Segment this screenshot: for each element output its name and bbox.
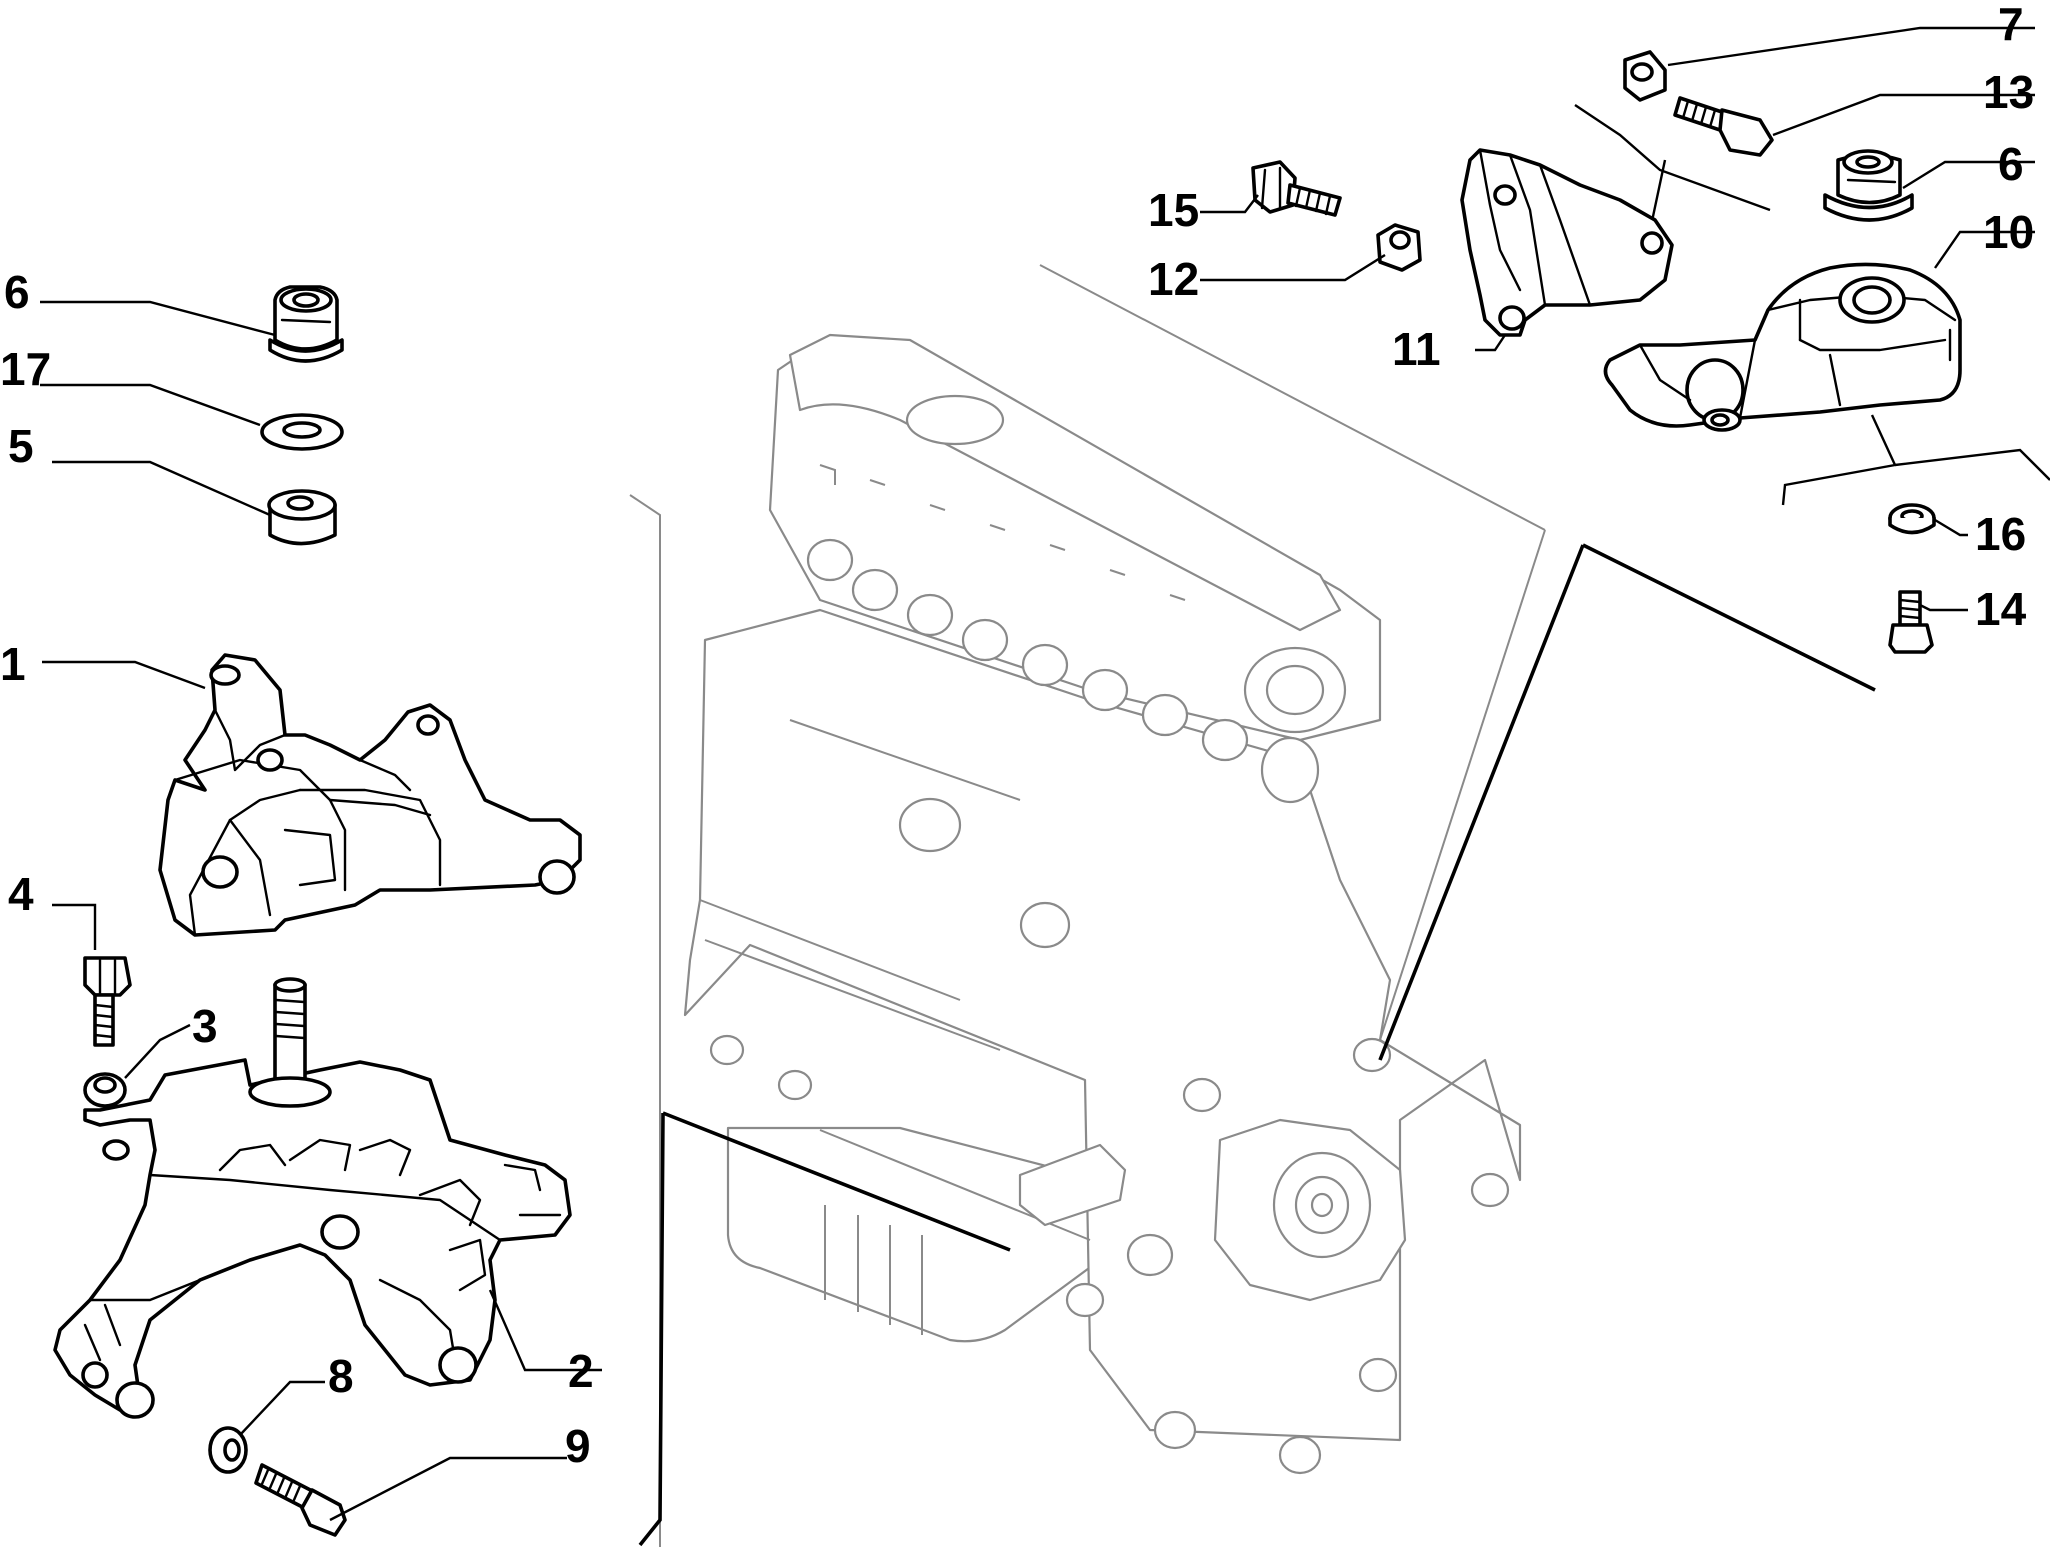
part-4-bolt <box>83 956 132 1047</box>
callout-15: 15 <box>1148 184 1199 236</box>
callout-1: 1 <box>0 638 26 690</box>
callout-3: 3 <box>192 1000 218 1052</box>
part-12-spacer <box>1376 223 1422 272</box>
callout-16: 16 <box>1975 508 2026 560</box>
callout-14: 14 <box>1975 583 2027 635</box>
callout-5: 5 <box>8 420 34 472</box>
part-7-nut <box>1623 50 1667 102</box>
part-10-torque-rod <box>1603 262 1962 432</box>
callout-17: 17 <box>0 343 51 395</box>
callout-8: 8 <box>328 1350 354 1402</box>
callout-9: 9 <box>565 1420 591 1472</box>
part-2-lower-bracket <box>53 977 572 1419</box>
part-17-washer <box>260 413 344 451</box>
part-13-bolt <box>1673 96 1774 157</box>
part-15-bolt <box>1251 160 1342 217</box>
callout-4: 4 <box>8 868 34 920</box>
engine-block-illustration <box>629 264 1546 1547</box>
reference-lines <box>638 104 2050 1547</box>
part-6-nut-right <box>1823 149 1914 222</box>
part-1-engine-mount <box>158 653 582 937</box>
callout-10: 10 <box>1983 206 2034 258</box>
callout-11: 11 <box>1392 323 1441 375</box>
callout-2: 2 <box>568 1345 594 1397</box>
callout-labels: 1 2 3 4 5 6 6 7 8 9 10 11 12 13 14 15 16… <box>0 0 2034 1472</box>
leader-lines <box>40 26 2035 1522</box>
callout-6-right: 6 <box>1998 138 2024 190</box>
part-14-bolt <box>1888 590 1934 654</box>
callout-12: 12 <box>1148 253 1199 305</box>
part-9-bolt <box>254 1463 347 1537</box>
callout-6-left: 6 <box>4 266 30 318</box>
callout-13: 13 <box>1983 66 2034 118</box>
part-8-washer <box>208 1426 248 1474</box>
callout-7: 7 <box>1998 0 2024 50</box>
part-11-bracket <box>1460 148 1674 337</box>
part-5-bush <box>267 489 337 546</box>
part-3-washer <box>83 1072 127 1108</box>
part-16-washer <box>1888 503 1936 535</box>
part-6-nut-left <box>268 285 344 363</box>
